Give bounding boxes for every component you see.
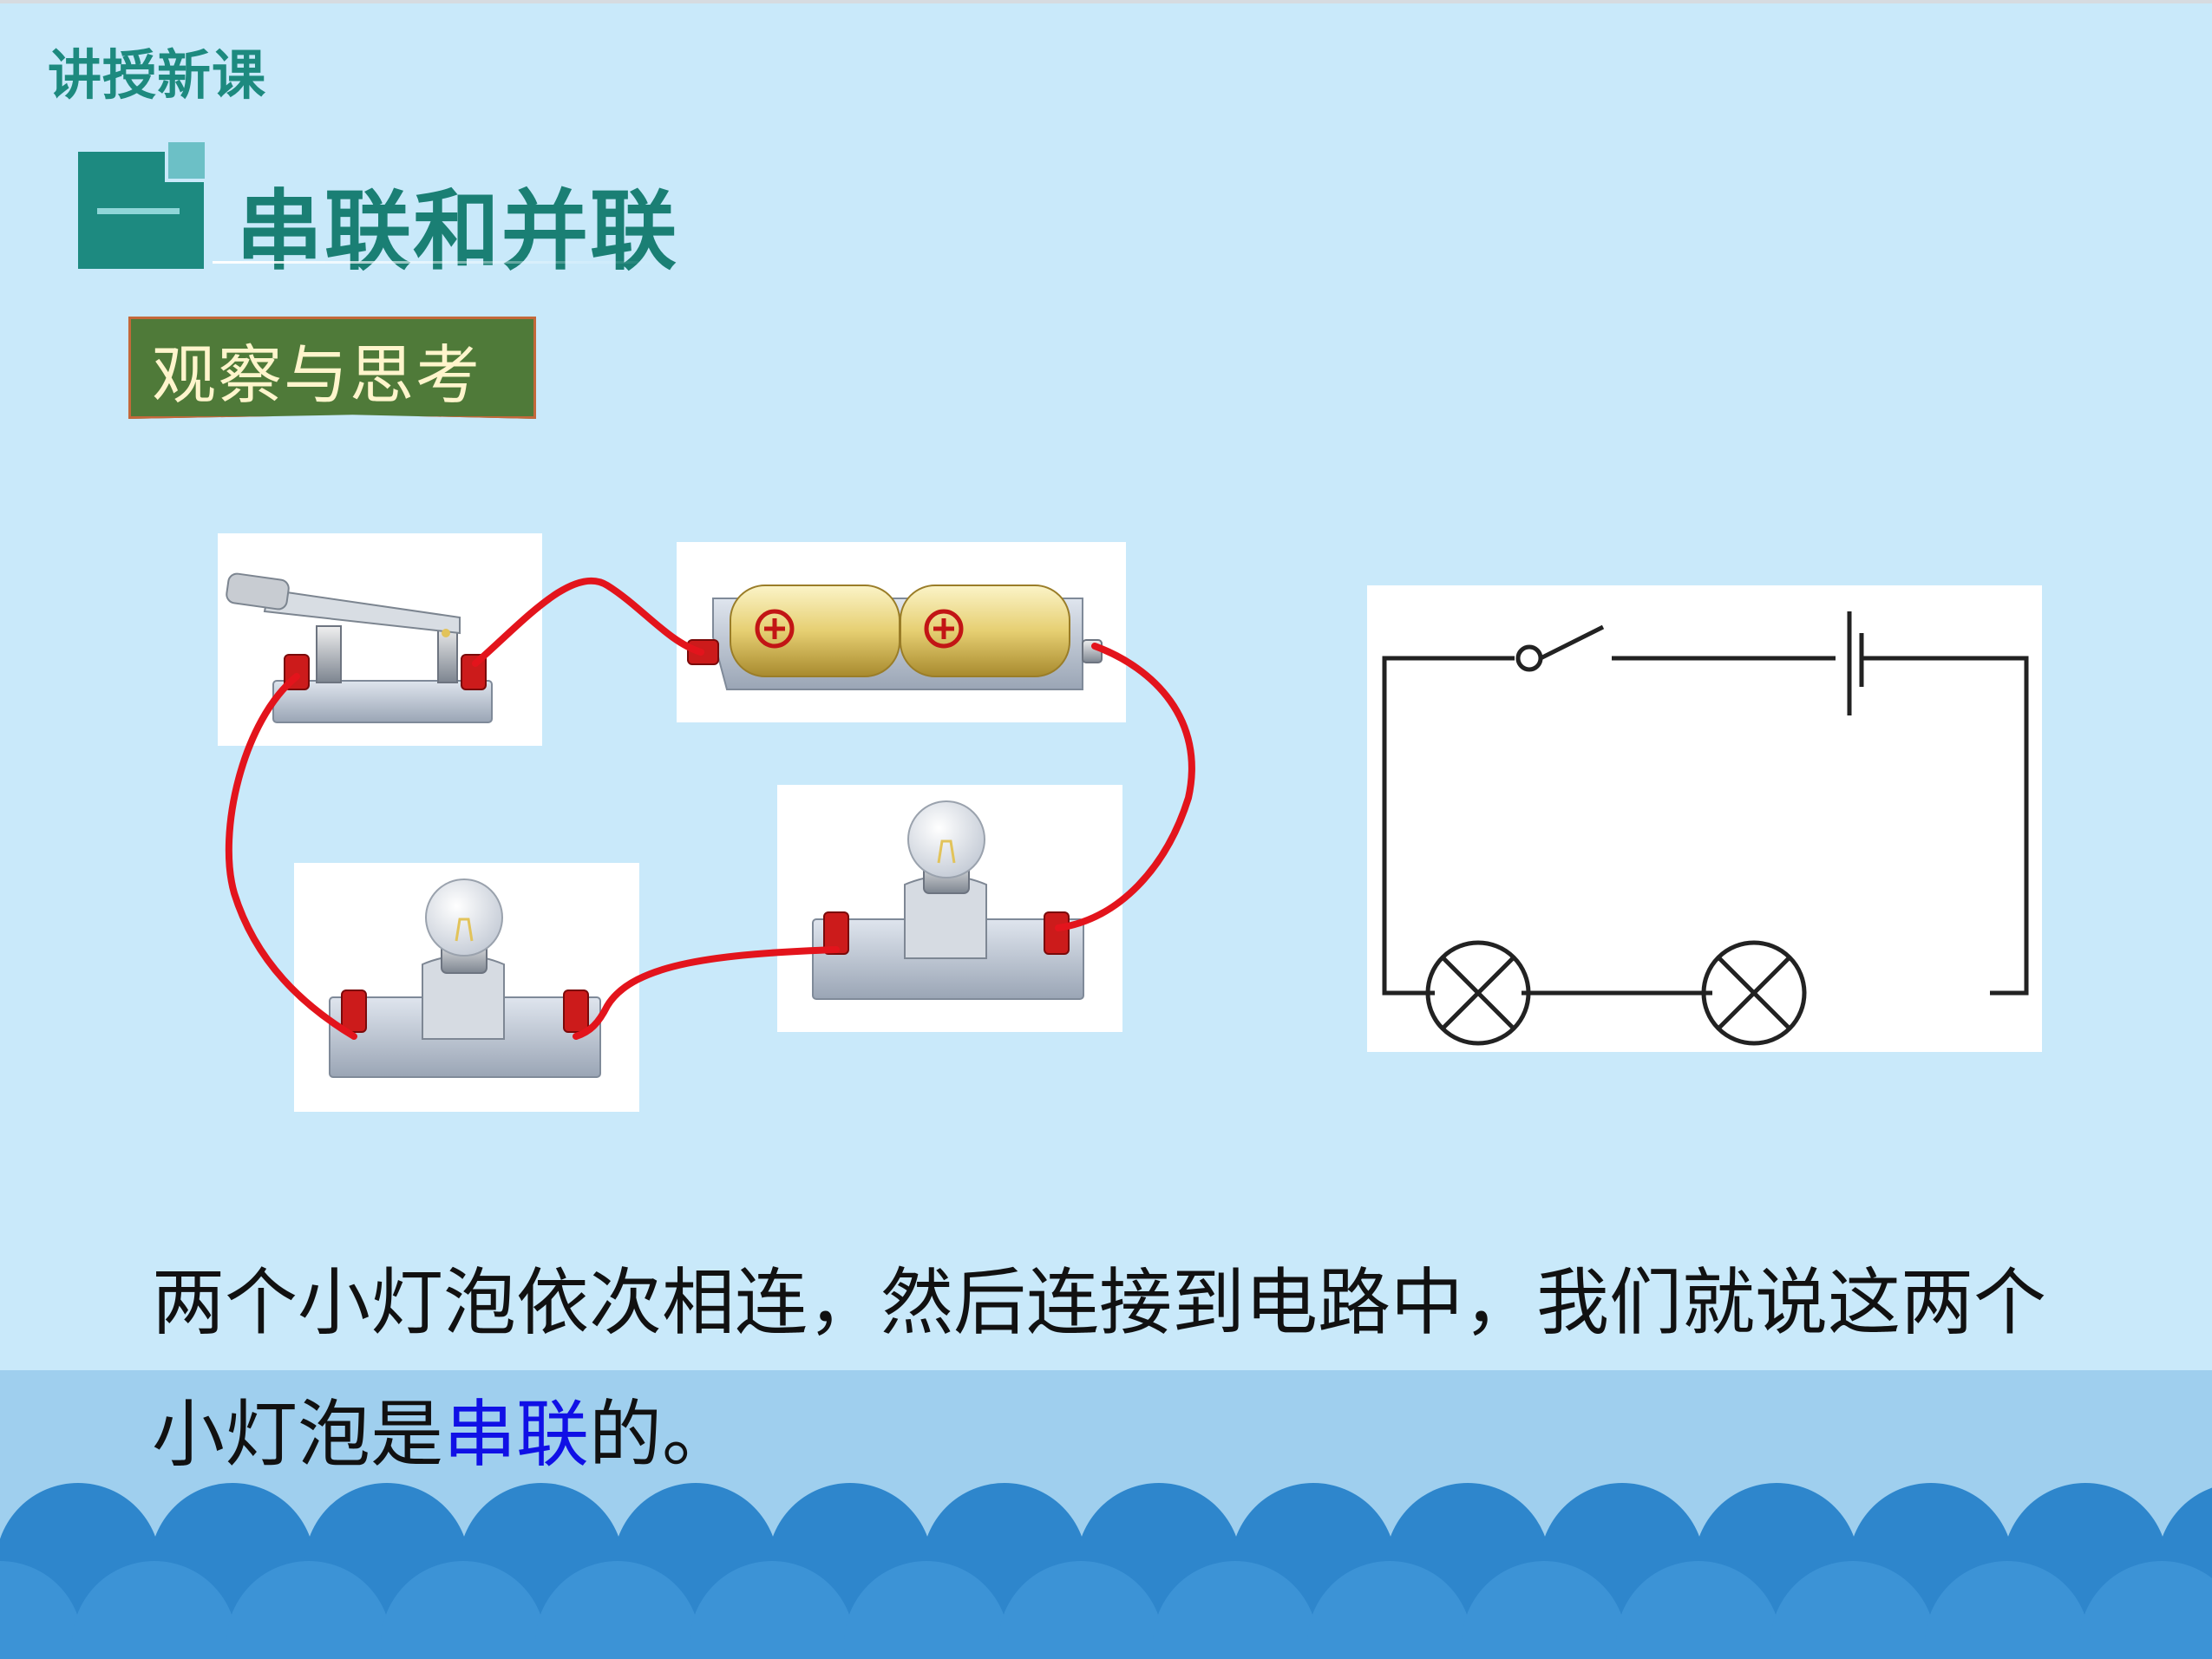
bulb-right-icon <box>812 800 1084 1000</box>
explanation-text-2b: 的。 <box>589 1392 736 1477</box>
wave-arc-bottom <box>1307 1561 1472 1659</box>
wave-arc-bottom <box>1770 1561 1935 1659</box>
schematic-panel <box>1367 585 2042 1052</box>
heading-underline <box>213 261 664 264</box>
explanation-line-1: 两个小灯泡依次相连，然后连接到电路中，我们就说这两个 <box>152 1237 2147 1368</box>
knife-switch-icon <box>226 572 493 723</box>
wave-arc-bottom <box>1616 1561 1781 1659</box>
wave-arc-bottom <box>1925 1561 2090 1659</box>
wave-arc-bottom <box>535 1561 700 1659</box>
wave-decoration <box>0 1483 2212 1659</box>
switch-pivot-icon <box>1515 644 1543 672</box>
heading-title: 串联和并联 <box>236 180 678 282</box>
wave-arc-bottom <box>998 1561 1163 1659</box>
wave-arc-bottom <box>1153 1561 1318 1659</box>
wave-arc-bottom <box>690 1561 854 1659</box>
circuit-wires <box>225 577 1195 1040</box>
bulb-left-icon <box>329 878 601 1078</box>
wave-arc-bottom <box>844 1561 1009 1659</box>
wave-arc-bottom <box>0 1561 82 1659</box>
explanation-line-2: 小灯泡是串联的。 <box>152 1368 2147 1500</box>
wave-arc-bottom <box>2079 1561 2212 1659</box>
heading-marker-icon <box>78 139 208 269</box>
explanation-text-2a: 小灯泡是 <box>152 1392 444 1477</box>
explanation-text-1: 两个小灯泡依次相连，然后连接到电路中，我们就说这两个 <box>152 1260 2047 1345</box>
observe-label: 观察与思考 <box>152 338 481 413</box>
wave-arc-bottom <box>1462 1561 1626 1659</box>
wave-arc-bottom <box>226 1561 391 1659</box>
section-label: 讲授新课 <box>48 43 267 107</box>
wave-arc-bottom <box>381 1561 546 1659</box>
wave-arc-bottom <box>72 1561 237 1659</box>
series-highlight: 串联 <box>443 1392 590 1477</box>
top-border <box>0 0 2212 3</box>
battery-pack-icon <box>687 585 1103 690</box>
series-circuit-schematic <box>1382 611 2029 1046</box>
